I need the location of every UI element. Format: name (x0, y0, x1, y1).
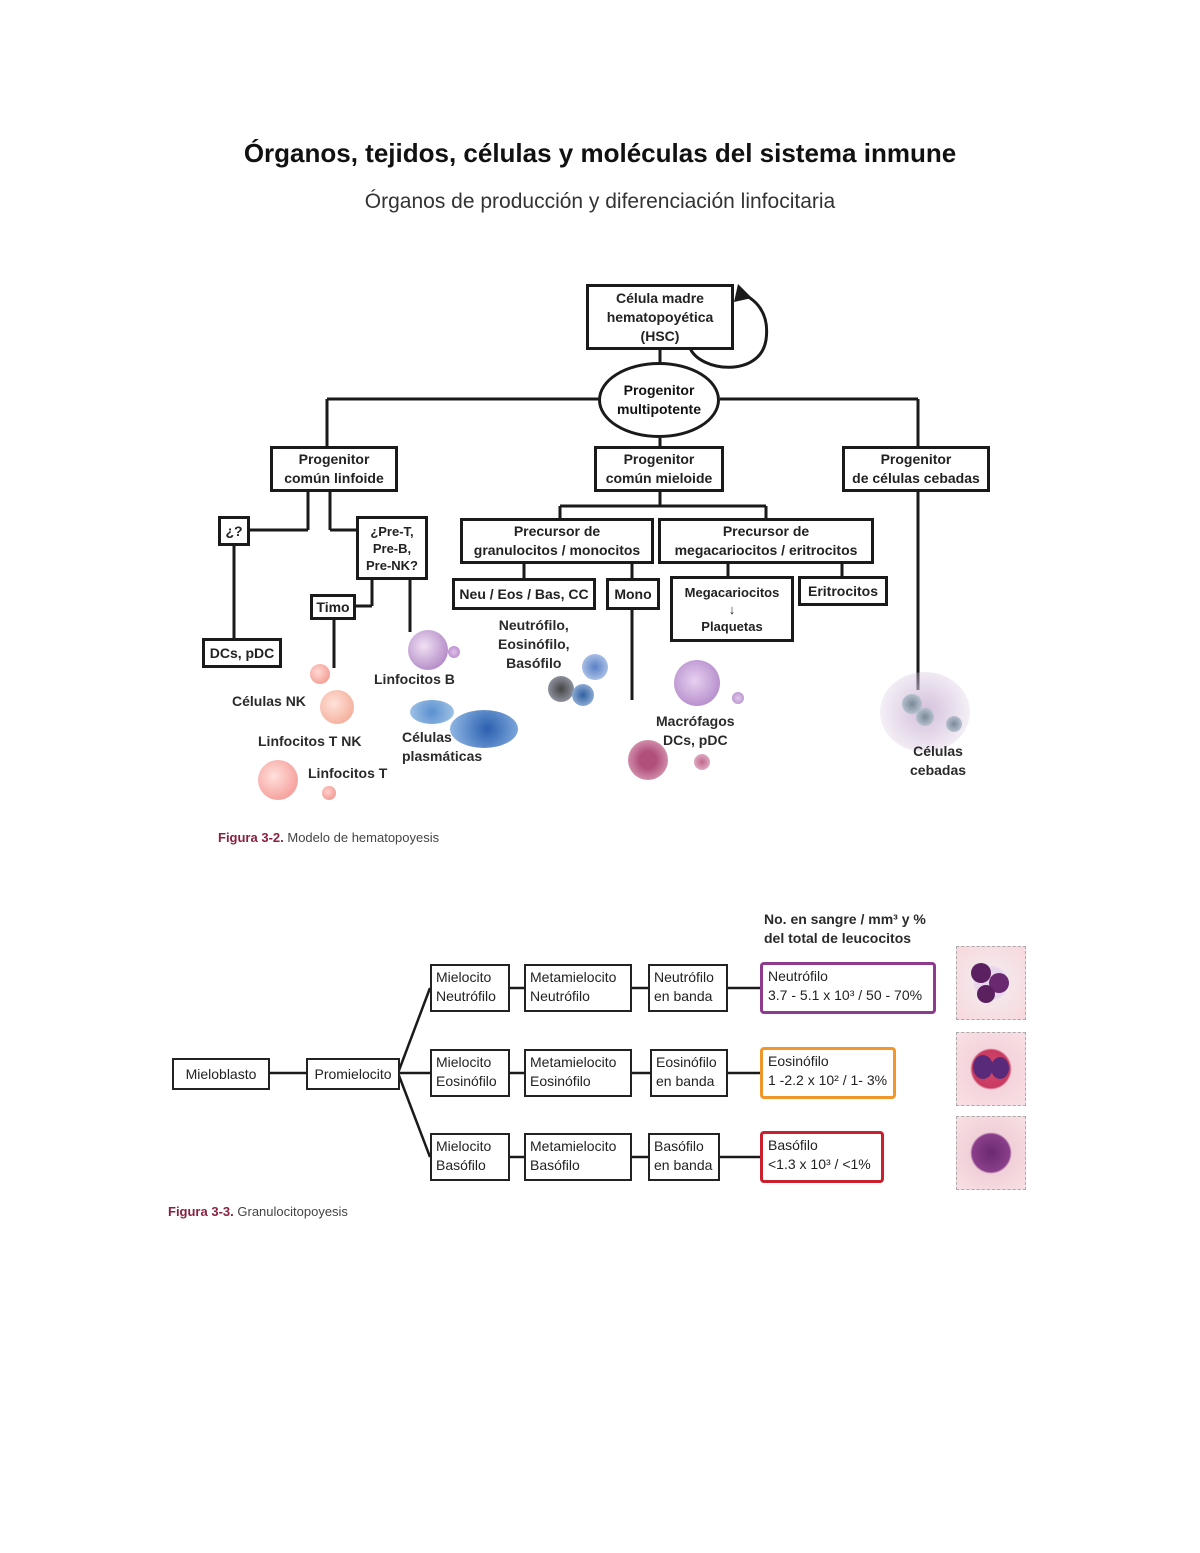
eosinophil-nucleus-1 (973, 1055, 993, 1079)
figure2-caption-number: Figura 3-3. (168, 1204, 234, 1219)
label-t-cells: Linfocitos T (308, 765, 388, 781)
figure1-caption-text: Modelo de hematopoyesis (287, 830, 440, 845)
figure2-caption-text: Granulocitopoyesis (237, 1204, 348, 1219)
platelet-cell (732, 692, 744, 704)
basophil-micrograph (956, 1116, 1026, 1190)
granulocyte-cell-2 (582, 654, 608, 680)
figure2-caption: Figura 3-3. Granulocitopoyesis (168, 1204, 348, 1219)
label-t-nk: Linfocitos T NK (258, 733, 362, 749)
plasma-cell-1 (410, 700, 454, 724)
promyelocyte-box: Promielocito (306, 1058, 400, 1090)
mast-progenitor-box: Progenitor de células cebadas (842, 446, 990, 492)
t-cell-image (258, 760, 298, 800)
label-granulocytes: Neutrófilo, Eosinófilo, Basófilo (498, 617, 570, 671)
eosinophil-result-box: Eosinófilo 1 -2.2 x 10² / 1- 3% (760, 1047, 896, 1099)
metamyelocyte-basophil-box: Metamielocito Basófilo (524, 1133, 632, 1181)
granulocyte-cell-1 (548, 676, 574, 702)
pre-cells-box: ¿Pre-T, Pre-B, Pre-NK? (356, 516, 428, 580)
myeloblast-box: Mieloblasto (172, 1058, 270, 1090)
erythrocyte-box: Eritrocitos (798, 576, 888, 606)
figure1-caption-number: Figura 3-2. (218, 830, 284, 845)
figure1-caption: Figura 3-2. Modelo de hematopoyesis (218, 830, 439, 845)
nk-cell-image (320, 690, 354, 724)
label-macrophages: Macrófagos DCs, pDC (656, 713, 735, 748)
timo-box: Timo (310, 594, 356, 620)
neutrophil-nucleus-2 (989, 973, 1009, 993)
b-cell-small (448, 646, 460, 658)
dcs-pdc-box: DCs, pDC (202, 638, 282, 668)
page-title: Órganos, tejidos, células y moléculas de… (243, 138, 957, 168)
myelocyte-neutrophil-box: Mielocito Neutrófilo (430, 964, 510, 1012)
neutrophil-nucleus-1 (971, 963, 991, 983)
page-subtitle: Órganos de producción y diferenciación l… (364, 190, 836, 213)
label-plasma-cells: Células plasmáticas (402, 729, 483, 764)
neutrophil-result-box: Neutrófilo 3.7 - 5.1 x 10³ / 50 - 70% (760, 962, 936, 1014)
t-cell-small (322, 786, 336, 800)
band-basophil-box: Basófilo en banda (648, 1133, 720, 1181)
multipotent-progenitor-oval: Progenitor multipotente (598, 362, 720, 438)
plasma-cell-2 (450, 710, 518, 748)
basophil-result-box: Basófilo <1.3 x 10³ / <1% (760, 1131, 884, 1183)
mast-cell-3 (946, 716, 962, 732)
hsc-box: Célula madre hematopoyética (HSC) (586, 284, 734, 350)
band-neutrophil-box: Neutrófilo en banda (648, 964, 728, 1012)
dendritic-cell-image (628, 740, 668, 780)
macrophage-image (674, 660, 720, 706)
megakaryocyte-box: Megacariocitos ↓ Plaquetas (670, 576, 794, 642)
megakaryocyte-erythrocyte-precursor-box: Precursor de megacariocitos / eritrocito… (658, 518, 874, 564)
nk-cell-small (310, 664, 330, 684)
granulocyte-monocyte-precursor-box: Precursor de granulocitos / monocitos (460, 518, 654, 564)
mono-box: Mono (606, 578, 660, 610)
mast-cell-2 (916, 708, 934, 726)
granulocyte-cell-3 (572, 684, 594, 706)
unknown-box: ¿? (218, 516, 250, 546)
neu-eos-bas-box: Neu / Eos / Bas, CC (452, 578, 596, 610)
eosinophil-nucleus-2 (991, 1057, 1009, 1079)
neutrophil-nucleus-3 (977, 985, 995, 1003)
myelocyte-basophil-box: Mielocito Basófilo (430, 1133, 510, 1181)
metamyelocyte-neutrophil-box: Metamielocito Neutrófilo (524, 964, 632, 1012)
label-mast-cells: Células cebadas (910, 743, 967, 778)
myeloid-progenitor-box: Progenitor común mieloide (594, 446, 724, 492)
lymphoid-progenitor-box: Progenitor común linfoide (270, 446, 398, 492)
myelocyte-eosinophil-box: Mielocito Eosinófilo (430, 1049, 510, 1097)
neutrophil-micrograph (956, 946, 1026, 1020)
label-b-cells: Linfocitos B (374, 671, 455, 687)
label-nk-cells: Células NK (232, 693, 306, 709)
band-eosinophil-box: Eosinófilo en banda (650, 1049, 728, 1097)
mast-cell-1 (902, 694, 922, 714)
b-cell-image (408, 630, 448, 670)
metamyelocyte-eosinophil-box: Metamielocito Eosinófilo (524, 1049, 632, 1097)
eosinophil-micrograph (956, 1032, 1026, 1106)
blood-count-header: No. en sangre / mm³ y % del total de leu… (764, 911, 926, 946)
dendritic-cell-small (694, 754, 710, 770)
